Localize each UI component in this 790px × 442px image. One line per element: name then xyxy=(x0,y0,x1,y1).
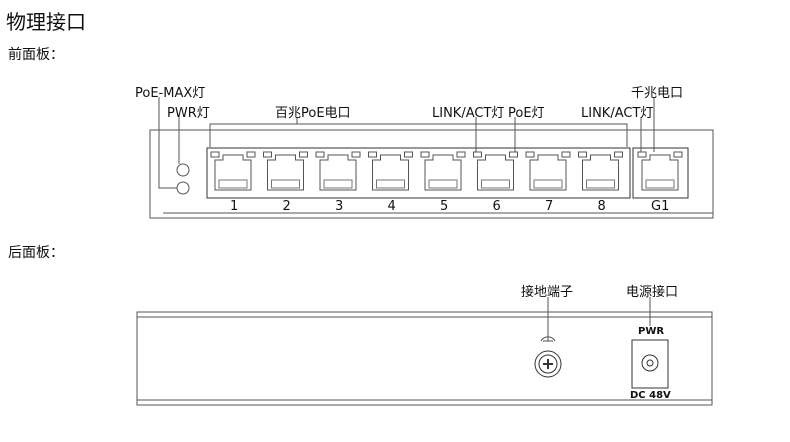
port-number-7: 7 xyxy=(545,199,554,214)
port-number-3: 3 xyxy=(335,199,344,214)
port-number-1: 1 xyxy=(230,199,239,214)
leader-poe-max xyxy=(158,97,177,189)
ethernet-port-7 xyxy=(525,151,571,191)
port-number-5: 5 xyxy=(440,199,449,214)
label-power: 电源接口 xyxy=(626,285,679,300)
port-number-g1: G1 xyxy=(651,199,670,214)
label-link-act-2: LINK/ACT灯 xyxy=(581,106,654,121)
front-chassis xyxy=(149,129,714,219)
dc-power-jack xyxy=(631,339,669,389)
port-number-4: 4 xyxy=(387,199,396,214)
ethernet-port-3 xyxy=(315,151,361,191)
label-ground: 接地端子 xyxy=(521,285,574,300)
label-pwr-led: PWR灯 xyxy=(167,106,210,121)
ge-port-block xyxy=(632,147,689,199)
ethernet-port-5 xyxy=(420,151,466,191)
port-number-6: 6 xyxy=(492,199,501,214)
ethernet-port-g1 xyxy=(637,151,683,191)
ethernet-port-6 xyxy=(473,151,518,191)
label-poe-led: PoE灯 xyxy=(508,106,545,121)
ethernet-port-8 xyxy=(578,151,623,191)
bracket-fe-ports xyxy=(209,123,628,147)
rear-chassis xyxy=(136,311,713,406)
rear-panel-heading: 后面板： xyxy=(8,245,64,261)
port-number-8: 8 xyxy=(597,199,606,214)
pwr-led xyxy=(176,163,190,177)
label-poe-max-led: PoE-MAX灯 xyxy=(135,86,206,101)
ethernet-port-2 xyxy=(263,151,308,191)
ethernet-port-1 xyxy=(210,151,256,191)
page-title: 物理接口 xyxy=(6,10,86,34)
label-fe-ports: 百兆PoE电口 xyxy=(275,106,351,121)
ethernet-port-4 xyxy=(368,151,413,191)
label-ge-port: 千兆电口 xyxy=(631,86,684,101)
power-pwr-text: PWR xyxy=(638,326,665,337)
poe-max-led xyxy=(176,181,190,195)
ground-screw xyxy=(534,350,562,378)
ground-symbol-icon xyxy=(540,334,556,342)
fe-port-block xyxy=(206,147,631,199)
label-link-act-1: LINK/ACT灯 xyxy=(432,106,505,121)
port-number-2: 2 xyxy=(282,199,291,214)
front-panel-heading: 前面板： xyxy=(8,47,64,63)
power-dc-text: DC 48V xyxy=(630,390,671,401)
